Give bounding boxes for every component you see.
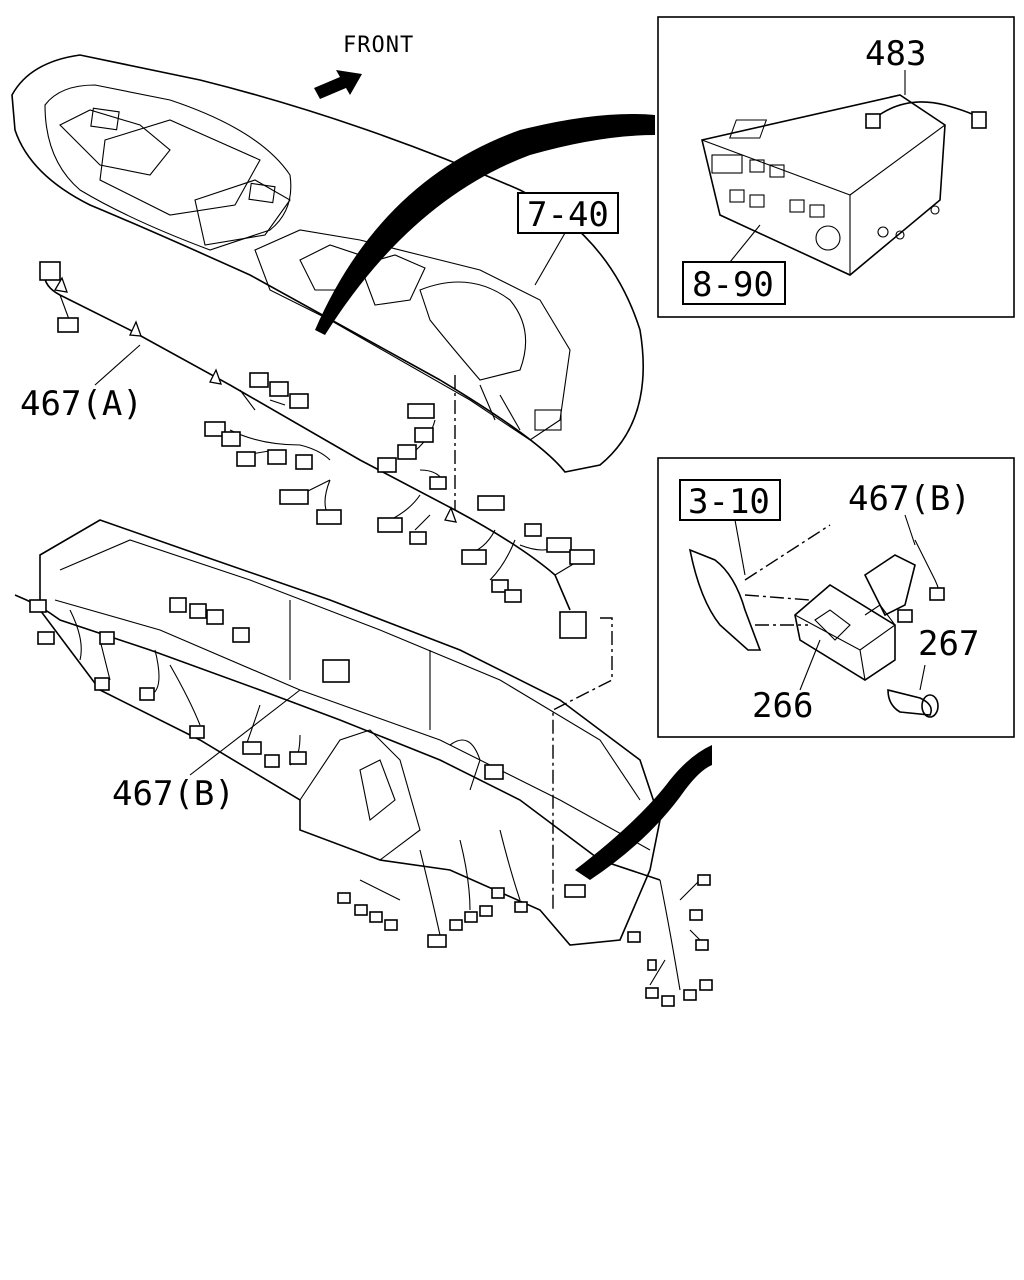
front-arrow-icon: [314, 70, 362, 99]
radio-unit: [701, 94, 946, 276]
front-label: FRONT: [343, 33, 414, 58]
radio-detail-box: 483 8-90: [315, 16, 1015, 335]
leader-467b-detail: [904, 514, 916, 546]
callout-3-10: 3-10: [688, 482, 770, 522]
callout-467a: 467(A): [20, 384, 143, 424]
leader-467a: [94, 344, 141, 386]
bolt-267: [887, 688, 939, 718]
alignment-line-c: [744, 524, 831, 581]
callout-7-40: 7-40: [527, 195, 609, 235]
callout-pointer-radio: [315, 114, 655, 335]
instrument-panel-frame: [39, 519, 661, 946]
front-direction-indicator: FRONT: [314, 33, 414, 99]
radio-harness-483: [865, 101, 987, 129]
leader-8-90: [729, 224, 761, 263]
control-module-266: [794, 584, 896, 681]
harness-467b-detail: [863, 539, 945, 623]
callout-pointer-module: [575, 745, 712, 880]
harness-467a: 467(A): [20, 261, 595, 639]
dashboard-upper-panel: [11, 54, 644, 473]
bracket-3-10: [688, 548, 762, 651]
callout-8-90: 8-90: [692, 265, 774, 305]
callout-266: 266: [752, 686, 813, 726]
ref-box-3-10: [679, 479, 781, 521]
leader-266: [799, 639, 821, 691]
harness-467b-main: 467(B): [14, 594, 713, 1007]
callout-483: 483: [865, 34, 926, 74]
callout-467b-main: 467(B): [112, 774, 235, 814]
leader-267: [919, 664, 926, 691]
ref-box-8-90: [682, 261, 786, 305]
callout-467b-detail: 467(B): [848, 479, 971, 519]
alignment-line-b: [552, 617, 613, 910]
leader-467b-main: [189, 689, 301, 776]
module-detail-box: 3-10 266 267 467(B): [575, 457, 1015, 880]
callout-267: 267: [918, 624, 979, 664]
ref-7-40: 7-40: [517, 192, 619, 286]
